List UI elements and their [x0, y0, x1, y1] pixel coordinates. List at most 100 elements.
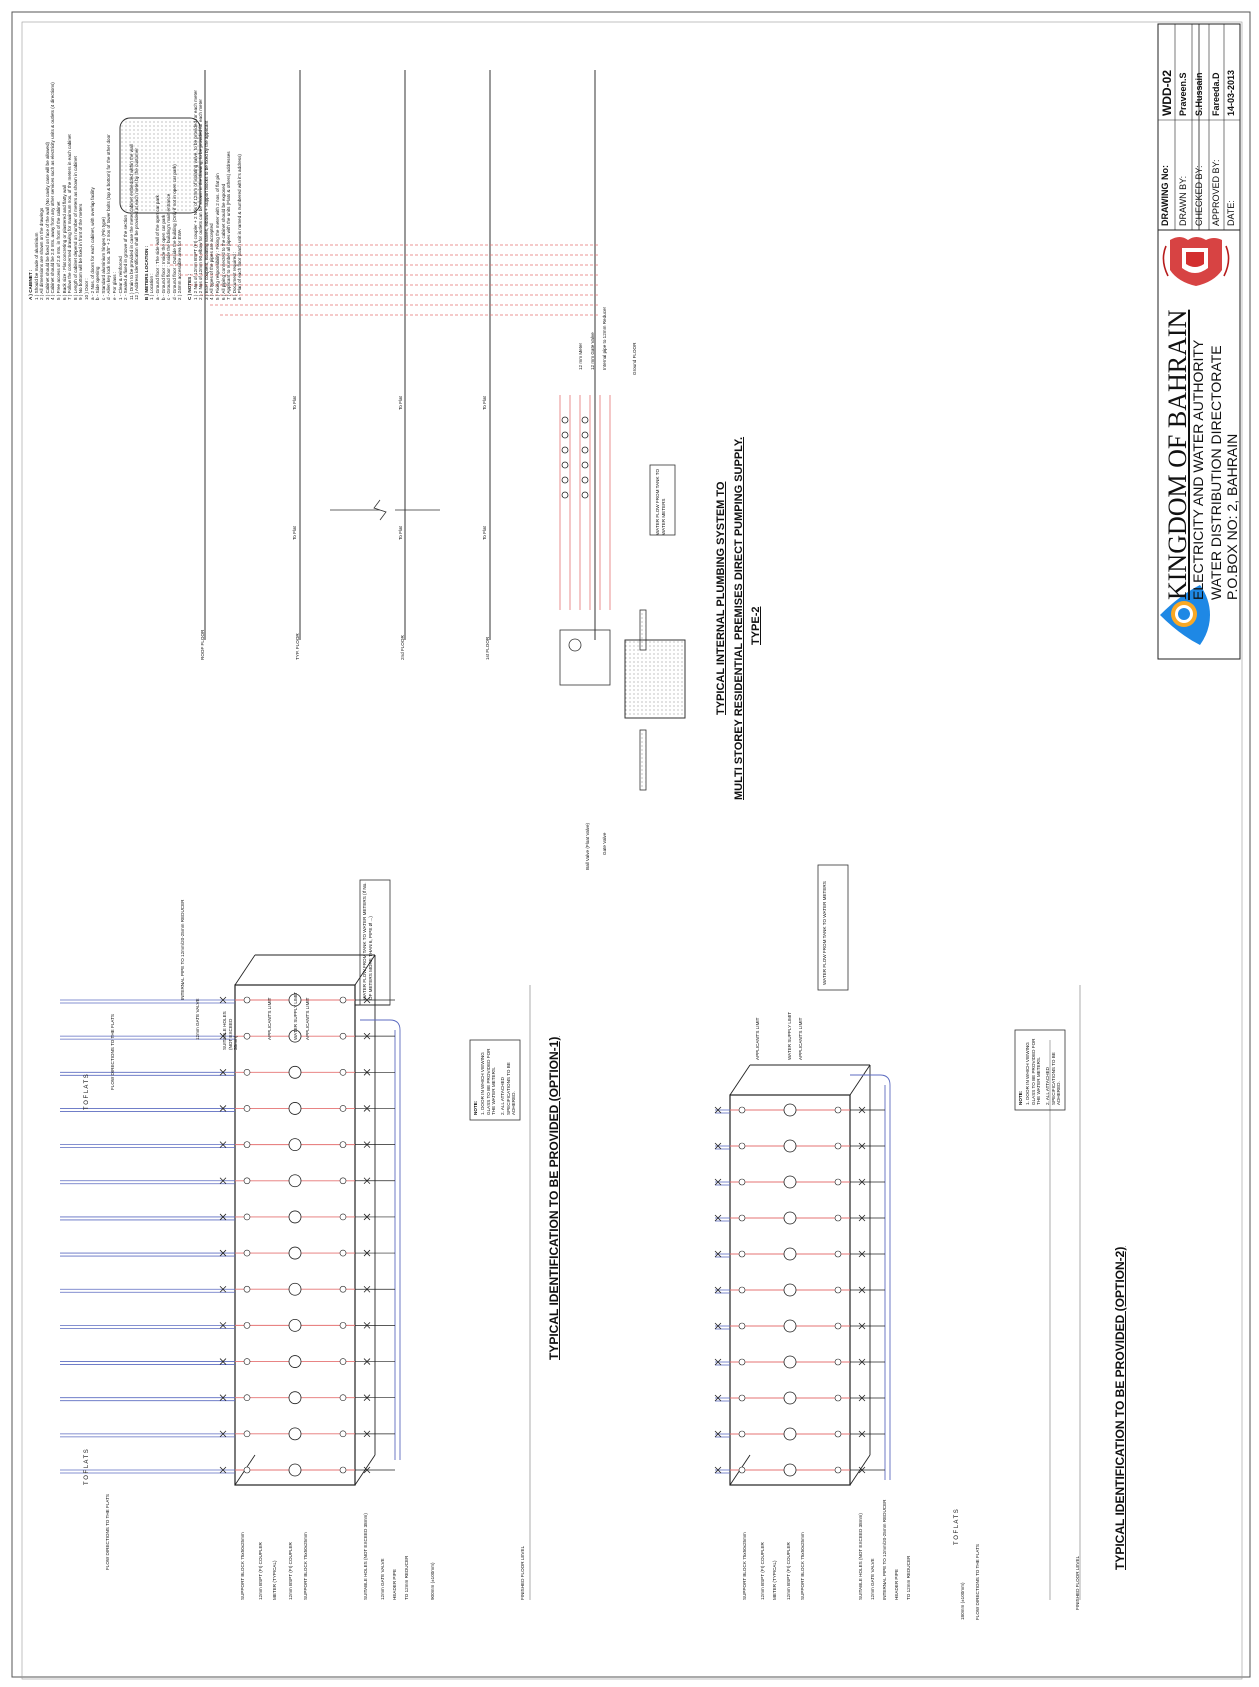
meter-row	[60, 1355, 395, 1368]
water-meter-icon	[783, 1463, 797, 1477]
opt1-top-label-2: 12mm GATE VALVE	[195, 998, 200, 1040]
main-title-line2: MULTI STOREY RESIDENTIAL PREMISES DIRECT…	[733, 436, 745, 800]
tb-label-approved-by: APPROVED BY:	[1211, 159, 1221, 226]
opt1-bottom-label-4: 12mm BSPT (FI) COUPLER	[288, 1542, 293, 1600]
meter-row	[60, 1427, 395, 1441]
water-meter-icon	[288, 1174, 302, 1188]
note-line: 12 ) Address identification shall be pro…	[134, 148, 140, 300]
gate-valve-icon	[219, 1249, 227, 1257]
opt2-bottom-label-10: TO 12mm REDUCER	[906, 1555, 911, 1600]
outer-border	[11, 11, 1251, 1678]
meter-row	[60, 1463, 395, 1477]
opt2-flow-box-text: WATER FLOW FROM TANK TO WATER METERS	[822, 881, 827, 985]
meter-row	[714, 1175, 885, 1189]
gate-valve-icon	[219, 1032, 227, 1040]
opt2-bottom-label-8: INTERNAL PIPE TO 12mm/20-25mm REDUCER	[882, 1499, 887, 1601]
notes-block: A ) CABINET : 1 ) Should be made of alum…	[28, 82, 243, 300]
gate-valve-icon	[714, 1142, 722, 1150]
gate-valve-icon	[219, 1430, 227, 1438]
option1-flow-box	[359, 879, 391, 1006]
water-meter-icon	[288, 1210, 302, 1224]
opt2-bottom-label-1: SUPPORT BLOCK 75x50x25mm	[742, 1532, 747, 1600]
meter-row	[60, 1210, 395, 1224]
meter-row	[60, 1282, 395, 1296]
meter-row	[60, 1318, 395, 1332]
option1-note-box	[469, 1039, 521, 1121]
tb-label-checked-by: CHECKED BY:	[1194, 165, 1204, 226]
opt1-finished-floor: FINISHED FLOOR LEVEL	[520, 1545, 525, 1600]
opt1-bottom-label-5: SUPPORT BLOCK 75x50x25mm	[303, 1532, 308, 1600]
opt2-note-title: NOTE:	[1018, 1090, 1023, 1105]
water-meter-icon	[288, 993, 302, 1007]
opt2-top-label-1: APPLICANT'S LIMIT	[755, 1017, 760, 1061]
gate-valve-icon	[219, 1358, 227, 1365]
gate-valve-icon	[219, 1213, 227, 1221]
meter-row	[714, 1319, 885, 1333]
meter-row	[714, 1247, 885, 1261]
floor-roof: ROOF FLOOR	[200, 629, 205, 660]
opt2-top-label-3: APPLICANT'S LIMIT	[798, 1017, 803, 1061]
riser-base-ball: Ball Valve (Float Valve)	[585, 822, 590, 870]
meter-row	[60, 993, 395, 1007]
riser-to-flat-5: To Flat	[482, 396, 487, 410]
opt1-top-label-5: WATER SUPPLY LIMIT	[293, 991, 298, 1040]
inner-border	[21, 21, 1243, 1680]
authority-country: KINGDOM OF BAHRAIN	[1163, 309, 1192, 600]
gate-valve-icon	[714, 1250, 722, 1258]
meter-row	[60, 1029, 395, 1043]
meter-row	[714, 1103, 885, 1117]
opt1-top-label-6: APPLICANT'S LIMIT	[305, 997, 310, 1041]
water-meter-icon	[288, 1463, 302, 1477]
water-meter-icon	[288, 1138, 302, 1152]
water-meter-icon	[288, 1427, 302, 1441]
water-meter-icon	[783, 1391, 797, 1405]
water-meter-icon	[288, 1246, 302, 1260]
meter-row	[60, 1065, 395, 1079]
title-block	[1157, 23, 1241, 660]
tb-label-drawn-by: DRAWN BY:	[1178, 175, 1188, 226]
opt1-bottom-label-7: 12mm GATE VALVE	[380, 1558, 385, 1600]
gate-valve-icon	[714, 1466, 722, 1474]
riser-base-gate: Gate Valve	[602, 832, 607, 855]
meter-row	[714, 1463, 885, 1477]
opt1-bottom-label-3: METER (TYPICAL)	[272, 1560, 277, 1600]
option1-meter-rows	[60, 993, 395, 1477]
opt2-bottom-label-7: 12mm GATE VALVE	[870, 1558, 875, 1600]
main-title-line3: TYPE-2	[750, 606, 762, 645]
gate-valve-icon	[714, 1178, 722, 1186]
gate-valve-icon	[714, 1358, 722, 1366]
riser-callout-reducer: Internal pipe to 12mm Reducer	[602, 306, 607, 370]
water-meter-icon	[783, 1211, 797, 1225]
opt2-flow-dir: FLOW DIRECTIONS TO THE FLATS	[975, 1544, 980, 1620]
option2-flow-box	[817, 864, 849, 991]
opt2-bottom-label-3: METER (TYPICAL)	[772, 1560, 777, 1600]
opt2-finished-floor: FINISHED FLOOR LEVEL	[1075, 1555, 1080, 1610]
opt1-note-2: 2. ALL ATTACHED SPECIFICATIONS TO BE ADH…	[500, 1062, 517, 1115]
riser-to-flat-1: To Flat	[292, 396, 297, 410]
note-line: 2 ) 2 Nos of 12mm 90 elbow for outlets c…	[198, 99, 204, 300]
authority-line1: ELECTRICITY AND WATER AUTHORITY	[1190, 339, 1206, 600]
gate-valve-icon	[219, 1466, 227, 1474]
note-line: a - Plan of each floor (Each unit is nam…	[237, 154, 243, 300]
meter-row	[714, 1211, 885, 1225]
meter-row	[60, 1391, 395, 1405]
gate-valve-icon	[219, 1141, 227, 1148]
floor-ground: Ground FLOOR	[632, 342, 637, 375]
tb-label-drawing-no: DRAWING No:	[1160, 165, 1170, 226]
opt1-note-1: 1. DOOR IN WHICH VIEWING GLASS TO BE PRO…	[480, 1048, 497, 1115]
opt2-bottom-label-4: 12mm BSPT (FI) COUPLER	[786, 1542, 791, 1600]
meter-row	[60, 1138, 395, 1152]
bahrain-emblem-icon	[1162, 237, 1230, 286]
tb-value-date: 14-03-2013	[1226, 69, 1236, 116]
opt2-bottom-label-9: HEADER PIPE	[894, 1569, 899, 1600]
gate-valve-icon	[219, 1105, 227, 1112]
tb-label-date: DATE:	[1226, 200, 1236, 226]
water-meter-icon	[288, 1318, 302, 1332]
opt1-top-label-3: SUITABLE HOLES (NOT EXCEED 38mm)	[222, 1011, 239, 1050]
water-meter-icon	[783, 1355, 797, 1369]
gate-valve-icon	[714, 1430, 722, 1438]
floor-2nd: 2nd FLOOR	[400, 635, 405, 660]
riser-callout-meter: 12 mm Meter	[578, 342, 583, 370]
opt1-flow-box-text: WATER FLOW FROM TANK TO WATER METERS (If…	[362, 882, 373, 1000]
water-meter-icon	[783, 1427, 797, 1441]
